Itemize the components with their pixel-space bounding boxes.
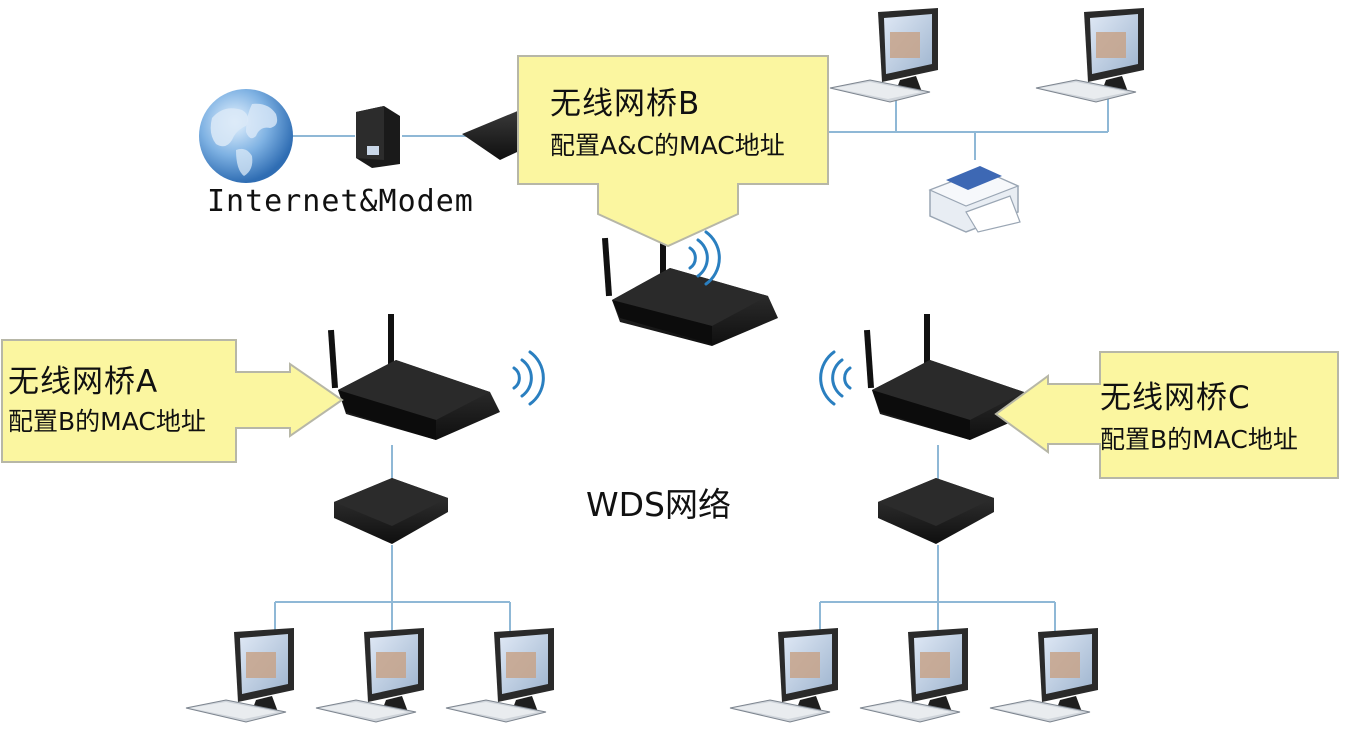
computer-top-2-icon (1035, 8, 1144, 103)
bridge-a-title: 无线网桥A (8, 364, 159, 400)
router-c-icon (863, 314, 1034, 440)
computer-top-1-icon (829, 8, 938, 103)
router-a-wifi-icon (512, 350, 545, 406)
computer-right-3-icon (989, 628, 1098, 723)
bridge-b-config: 配置A&C的MAC地址 (550, 131, 785, 160)
computer-left-2-icon (315, 628, 424, 723)
bridge-a-config: 配置B的MAC地址 (8, 407, 206, 436)
callout-a (1, 339, 344, 463)
computer-left-3-icon (445, 628, 554, 723)
globe-icon (199, 89, 293, 183)
callout-c (994, 351, 1339, 479)
router-b-icon (601, 222, 778, 346)
printer-icon (928, 166, 1021, 233)
internet-modem-label: Internet&Modem (207, 184, 474, 219)
router-c-wifi-icon (819, 350, 852, 406)
callout-b (517, 55, 829, 248)
computers (185, 8, 1144, 723)
wds-network-label: WDS网络 (586, 485, 731, 524)
computer-right-1-icon (729, 628, 838, 723)
computer-right-2-icon (859, 628, 968, 723)
connection-lines (274, 98, 1109, 635)
switch-right-icon (878, 478, 994, 544)
bridge-b-title: 无线网桥B (550, 86, 701, 122)
bridge-c-title: 无线网桥C (1100, 380, 1251, 416)
modem-icon (356, 106, 400, 168)
switch-left-icon (334, 478, 448, 544)
router-b-wifi-icon (688, 230, 721, 286)
computer-left-1-icon (185, 628, 294, 723)
bridge-c-config: 配置B的MAC地址 (1100, 425, 1298, 454)
router-a-icon (327, 314, 500, 440)
